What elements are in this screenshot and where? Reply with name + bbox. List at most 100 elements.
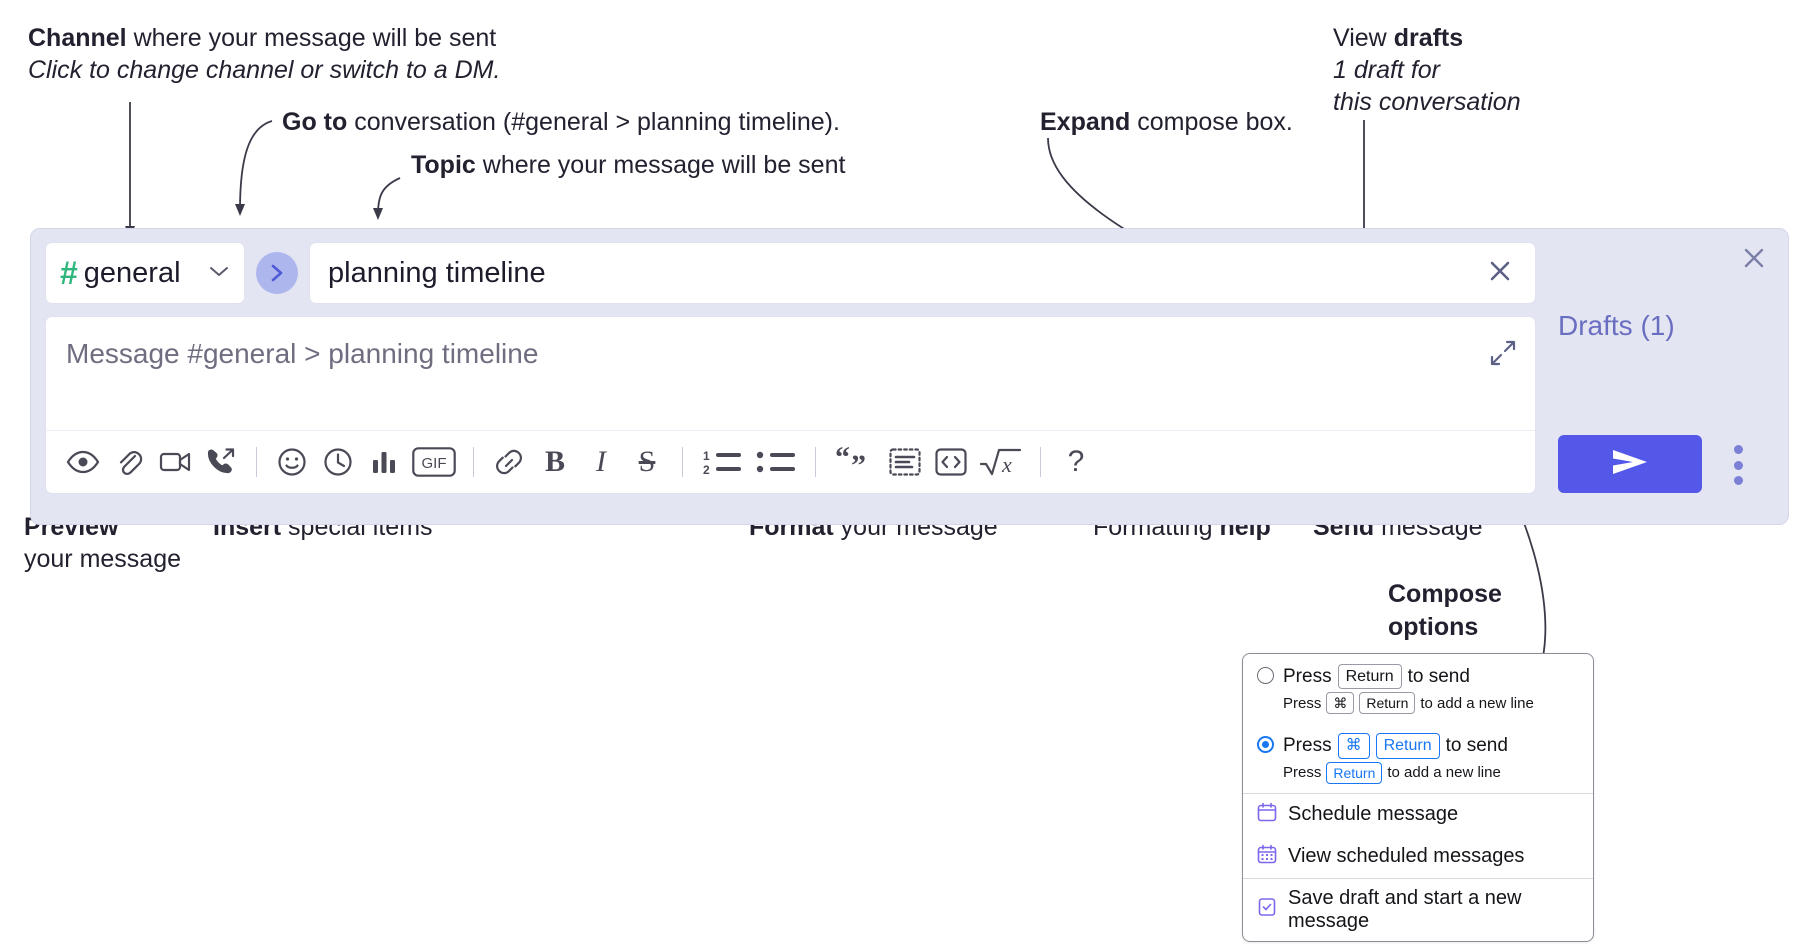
option1-key: Return — [1337, 664, 1402, 690]
menu-divider — [1243, 877, 1593, 879]
option1-press: Press — [1283, 665, 1332, 687]
svg-text:”: ” — [851, 449, 866, 477]
code-inline-icon[interactable] — [928, 439, 974, 485]
toolbar-divider — [815, 447, 816, 477]
help-label: ? — [1067, 445, 1085, 478]
close-compose-button[interactable] — [1738, 242, 1770, 279]
bold-icon[interactable]: B — [532, 439, 578, 485]
option2-row: Press ⌘ Return to send — [1283, 733, 1508, 759]
menu-item-save-draft[interactable]: Save draft and start a new message — [1243, 879, 1593, 941]
menu-item-view-scheduled-messages[interactable]: View scheduled messages — [1243, 836, 1593, 878]
annotation-drafts-bold: drafts — [1393, 24, 1464, 52]
topic-value: planning timeline — [328, 256, 546, 289]
option2-sub-tail: to add a new line — [1387, 764, 1501, 782]
option1-sub-key-return: Return — [1359, 692, 1416, 715]
send-paper-plane-icon — [1607, 445, 1653, 484]
strike-label: S — [638, 445, 656, 478]
toolbar-divider — [1040, 447, 1041, 477]
blockquote-icon[interactable]: “ ” — [828, 439, 882, 485]
compose-options-button[interactable] — [1727, 445, 1749, 485]
option1-tail: to send — [1407, 665, 1470, 687]
option2-press: Press — [1283, 735, 1332, 757]
option2-subtext: Press Return to add a new line — [1243, 761, 1593, 793]
chevron-right-icon — [267, 262, 287, 284]
strikethrough-icon[interactable]: S — [624, 439, 670, 485]
gif-icon[interactable]: GIF — [407, 439, 461, 485]
menu-item-label: Save draft and start a new message — [1288, 886, 1522, 932]
message-placeholder: Message #general > planning timeline — [66, 338, 539, 369]
italic-icon[interactable]: I — [578, 439, 624, 485]
toolbar-divider — [682, 447, 683, 477]
expand-compose-button[interactable] — [1489, 339, 1517, 372]
poll-bars-icon[interactable] — [361, 439, 407, 485]
channel-name-label: general — [83, 256, 181, 289]
annotation-compose-options-bold2: options — [1388, 612, 1479, 641]
annotation-channel-rest: where your message will be sent — [126, 24, 497, 52]
menu-item-label: View scheduled messages — [1288, 845, 1525, 868]
channel-selector[interactable]: # general — [45, 242, 245, 304]
formatting-toolbar: GIF B I S — [46, 430, 1535, 493]
annotation-expand-rest: compose box. — [1130, 108, 1293, 136]
svg-text:1: 1 — [703, 449, 710, 463]
annotation-topic: Topic where your message will be sent — [411, 149, 845, 181]
kebab-dot-icon — [1733, 460, 1743, 470]
drafts-link[interactable]: Drafts (1) — [1558, 310, 1675, 341]
option2-sub-press: Press — [1283, 764, 1322, 782]
option2-sub-key-return: Return — [1326, 761, 1383, 784]
goto-conversation-button[interactable] — [256, 252, 298, 294]
code-block-icon[interactable] — [882, 439, 928, 485]
option2-key-cmd: ⌘ — [1337, 733, 1370, 759]
option1-sub-key-cmd: ⌘ — [1326, 692, 1355, 715]
emoji-smiley-icon[interactable] — [269, 439, 315, 485]
video-camera-icon[interactable] — [152, 439, 198, 485]
annotation-preview-rest: your message — [24, 545, 182, 573]
toolbar-divider — [256, 447, 257, 477]
hash-icon: # — [60, 255, 78, 291]
send-button[interactable] — [1558, 435, 1702, 493]
annotation-drafts-rest: View — [1333, 24, 1394, 52]
clock-icon[interactable] — [315, 439, 361, 485]
radio-unselected-icon[interactable] — [1257, 667, 1274, 684]
menu-item-schedule-message[interactable]: Schedule message — [1243, 794, 1593, 836]
annotation-expand: Expand compose box. — [1040, 106, 1293, 138]
svg-text:“: “ — [835, 447, 850, 474]
math-icon[interactable]: x — [974, 439, 1028, 485]
italic-label: I — [596, 445, 606, 478]
document-check-icon — [1257, 897, 1277, 923]
menu-option-cmd-return-to-send[interactable]: Press ⌘ Return to send — [1243, 723, 1593, 760]
option1-row: Press Return to send — [1283, 664, 1470, 690]
link-icon[interactable] — [486, 439, 532, 485]
topic-input[interactable]: planning timeline — [309, 242, 1536, 304]
option2-key-return: Return — [1375, 733, 1440, 759]
menu-option-return-to-send[interactable]: Press Return to send — [1243, 654, 1593, 691]
calendar-icon — [1257, 802, 1277, 828]
annotation-compose-options-bold1: Compose — [1388, 580, 1502, 608]
message-input-area[interactable]: Message #general > planning timeline — [45, 316, 1536, 494]
ordered-list-icon[interactable]: 1 2 — [695, 439, 749, 485]
bulleted-list-icon[interactable] — [749, 439, 803, 485]
annotation-topic-rest: where your message will be sent — [475, 151, 846, 179]
option1-subtext: Press ⌘ Return to add a new line — [1243, 691, 1593, 723]
option2-tail: to send — [1445, 735, 1508, 757]
clear-topic-icon[interactable] — [1483, 254, 1517, 293]
phone-forward-icon[interactable] — [198, 439, 244, 485]
svg-text:x: x — [1001, 452, 1012, 477]
svg-text:2: 2 — [703, 463, 710, 476]
compose-header-row: # general planning timeline — [45, 242, 1536, 304]
radio-selected-icon[interactable] — [1257, 736, 1274, 754]
annotation-drafts-line3: this conversation — [1333, 88, 1521, 116]
kebab-dot-icon — [1733, 476, 1743, 485]
formatting-help-icon[interactable]: ? — [1053, 439, 1099, 485]
calendar-grid-icon — [1257, 844, 1277, 870]
attachment-paperclip-icon[interactable] — [106, 439, 152, 485]
toolbar-divider — [473, 447, 474, 477]
annotation-drafts-line2: 1 draft for — [1333, 56, 1440, 84]
annotation-expand-bold: Expand — [1040, 108, 1131, 136]
annotation-channel-bold: Channel — [28, 24, 127, 52]
option1-sub-press: Press — [1283, 694, 1322, 712]
annotation-goto: Go to conversation (#general > planning … — [282, 106, 840, 138]
preview-eye-icon[interactable] — [60, 439, 106, 485]
compose-inner: # general planning timeline Message #gen… — [45, 242, 1536, 494]
annotation-topic-bold: Topic — [411, 151, 476, 179]
bold-label: B — [544, 445, 565, 478]
